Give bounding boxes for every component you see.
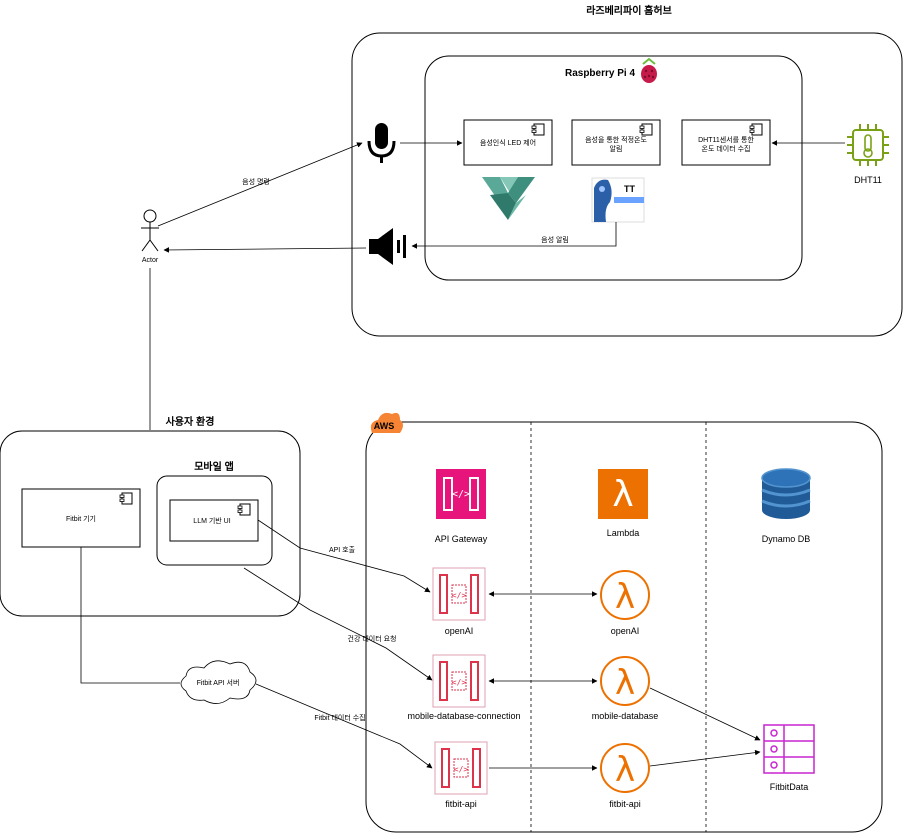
voice-alert-label-1: 음성을 통한 적정온도: [585, 135, 647, 144]
llm-ui-label: LLM 기반 UI: [193, 516, 230, 525]
edge-speaker-to-actor: [163, 247, 367, 253]
lambda-header-icon: λ: [598, 469, 648, 519]
api-gateway-header-icon: </>: [436, 469, 486, 519]
actor-icon: [141, 209, 159, 252]
tts-logo-text: TT: [624, 184, 635, 194]
edge-lambda-mobile-to-data: [649, 687, 761, 741]
dynamo-db-header-icon: [761, 468, 811, 519]
aws-badge-icon: AWS: [370, 412, 403, 433]
component-fitbit-device[interactable]: Fitbit 기기: [21, 488, 141, 548]
fitbit-api-server-cloud[interactable]: Fitbit API 서버: [180, 660, 257, 704]
lambda-fitbit-label: fitbit-api: [609, 799, 641, 809]
dht11-label: DHT11: [854, 175, 882, 185]
fitbit-device-label: Fitbit 기기: [66, 514, 96, 523]
gateway-openai-label: openAI: [445, 626, 474, 636]
api-gateway-header-label: API Gateway: [435, 534, 488, 544]
dht-label-2: 온도 데이터 수집: [702, 144, 751, 153]
pi-container: [424, 55, 803, 281]
hub-container: [351, 32, 903, 337]
dht-label-1: DHT11센서를 통한: [698, 135, 754, 144]
speech-recognition-logo-icon: [482, 177, 535, 220]
edge-api-call: [257, 519, 431, 593]
fitbit-api-server-label: Fitbit API 서버: [197, 678, 240, 687]
edge-label-voice-alert: 음성 알림: [541, 235, 569, 244]
svg-text:</>: </>: [452, 678, 467, 687]
lambda-openai-label: openAI: [611, 626, 640, 636]
component-voice-alert[interactable]: 음성을 통한 적정온도 알림: [571, 119, 661, 166]
edge-label-health-request: 건강 데이터 요청: [348, 634, 397, 643]
svg-text:</>: </>: [454, 765, 469, 774]
edge-label-voice-command: 음성 명령: [242, 177, 270, 186]
gateway-mobile-label: mobile-database-connection: [407, 711, 520, 721]
mobile-app-container: [156, 475, 273, 566]
edge-fitbit-device-to-server: [80, 547, 180, 684]
dynamo-db-header-label: Dynamo DB: [762, 534, 811, 544]
edge-label-api-call: API 호출: [329, 545, 356, 554]
aws-container: [365, 421, 883, 833]
component-llm-ui[interactable]: LLM 기반 UI: [169, 499, 259, 542]
mobile-app-title: 모바일 앱: [194, 460, 234, 473]
edge-lambda-fitbit-to-data: [649, 749, 761, 767]
svg-text:</>: </>: [452, 591, 467, 600]
fitbit-data-label: FitbitData: [770, 782, 809, 792]
actor-label: Actor: [142, 257, 159, 264]
hub-title: 라즈베리파이 홈허브: [586, 4, 672, 17]
lambda-mobile-label: mobile-database: [592, 711, 659, 721]
svg-text:λ: λ: [615, 750, 635, 790]
edge-alert-to-speaker: [411, 222, 617, 249]
lambda-header-label: Lambda: [607, 528, 640, 538]
speaker-icon: [369, 228, 406, 265]
microphone-icon: [367, 123, 396, 163]
dht11-sensor-icon: [847, 124, 889, 166]
aws-badge-label: AWS: [374, 421, 395, 431]
edge-fitbit-collect: [255, 683, 433, 769]
gateway-mobile-icon[interactable]: </>: [432, 654, 486, 708]
edge-voice-command: [157, 142, 363, 227]
pi-title: Raspberry Pi 4: [565, 68, 635, 79]
gateway-openai-icon[interactable]: </>: [432, 567, 486, 621]
svg-text:λ: λ: [615, 577, 635, 617]
edge-health-request: [243, 567, 433, 681]
user-env-container: [0, 430, 301, 617]
gateway-fitbit-label: fitbit-api: [445, 799, 477, 809]
svg-text:λ: λ: [615, 663, 635, 703]
voice-alert-label-2: 알림: [610, 144, 623, 153]
fitbit-data-table-icon[interactable]: [763, 724, 815, 774]
voice-led-label: 음성인식 LED 제어: [480, 138, 536, 147]
raspberry-icon: [641, 57, 657, 83]
svg-text:</>: </>: [452, 489, 470, 500]
component-voice-led[interactable]: 음성인식 LED 제어: [463, 119, 553, 166]
tts-logo-icon: TT: [591, 177, 645, 223]
lambda-mobile-icon[interactable]: λ: [600, 656, 650, 706]
lambda-fitbit-icon[interactable]: λ: [600, 743, 650, 793]
lambda-openai-icon[interactable]: λ: [600, 570, 650, 620]
gateway-fitbit-icon[interactable]: </>: [434, 741, 488, 795]
component-dht-collect[interactable]: DHT11센서를 통한 온도 데이터 수집: [681, 119, 771, 166]
edge-label-fitbit-collect: Fitbit 데이터 수집: [314, 713, 365, 722]
svg-text:λ: λ: [612, 474, 633, 515]
user-env-title: 사용자 환경: [166, 415, 215, 428]
